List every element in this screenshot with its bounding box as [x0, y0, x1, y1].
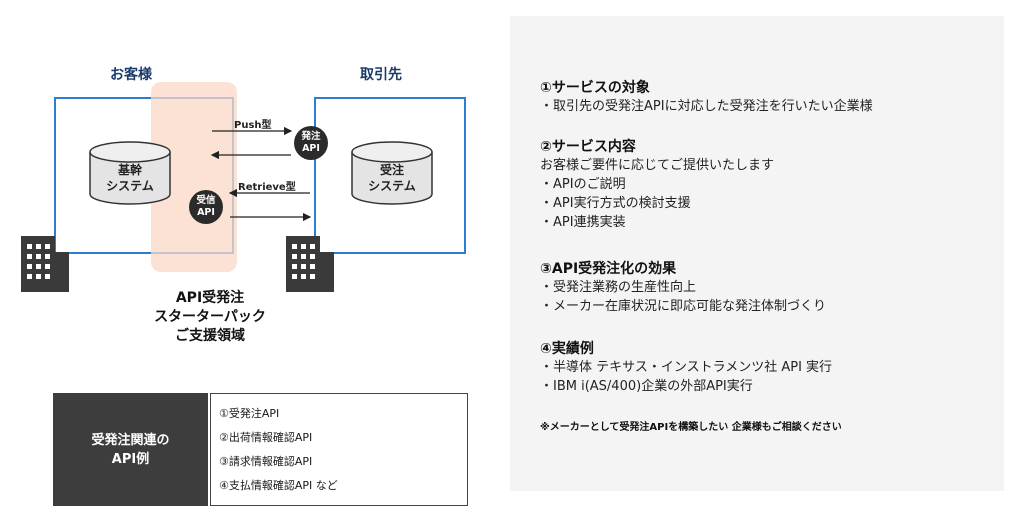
section-line: ・APIのご説明	[540, 177, 626, 192]
retrieve-label: Retrieve型	[238, 182, 296, 193]
section-content: ②サービス内容 お客様ご要件に応じてご提供いたします ・APIのご説明 ・API…	[540, 136, 774, 232]
order-system-label: 受注システム	[368, 163, 416, 193]
section-cases: ④実績例 ・半導体 テキサス・インストラメンツ社 API 実行 ・IBM i(A…	[540, 338, 832, 396]
core-system-cylinder-icon	[89, 141, 171, 205]
push-label: Push型	[234, 120, 272, 131]
section-title: ③API受発注化の効果	[540, 261, 677, 277]
support-area-caption: API受発注 スターターパック ご支援領域	[154, 290, 266, 344]
api-example-item: ③請求情報確認API	[219, 455, 313, 468]
section-line: ・API実行方式の検討支援	[540, 196, 691, 211]
partner-label: 取引先	[360, 67, 402, 83]
api-example-item: ①受発注API	[219, 407, 280, 420]
api-examples-list: ①受発注API ②出荷情報確認API ③請求情報確認API ④支払情報確認API…	[210, 393, 468, 506]
order-system-cylinder-icon	[351, 141, 433, 205]
service-info-panel	[510, 16, 1004, 491]
section-line: ・IBM i(AS/400)企業の外部API実行	[540, 379, 753, 394]
core-system-label: 基幹システム	[106, 163, 154, 193]
arrows-layer	[210, 126, 312, 222]
api-examples-title: 受発注関連の API例	[53, 393, 208, 506]
customer-label: お客様	[110, 67, 152, 83]
section-title: ①サービスの対象	[540, 80, 650, 96]
section-target: ①サービスの対象 ・取引先の受発注APIに対応した受発注を行いたい企業様	[540, 77, 873, 116]
section-line: お客様ご要件に応じてご提供いたします	[540, 158, 775, 173]
section-line: ・メーカー在庫状況に即応可能な発注体制づくり	[540, 299, 827, 314]
section-effect: ③API受発注化の効果 ・受発注業務の生産性向上 ・メーカー在庫状況に即応可能な…	[540, 258, 826, 316]
consultation-note: ※メーカーとして受発注APIを構築したい 企業様もご相談ください	[540, 422, 842, 433]
partner-system-box	[314, 97, 466, 254]
api-example-item: ②出荷情報確認API	[219, 431, 313, 444]
section-line: ・半導体 テキサス・インストラメンツ社 API 実行	[540, 360, 833, 375]
section-title: ②サービス内容	[540, 139, 636, 155]
section-line: ・受発注業務の生産性向上	[540, 280, 697, 295]
section-line: ・取引先の受発注APIに対応した受発注を行いたい企業様	[540, 99, 873, 114]
customer-building-icon	[21, 236, 69, 292]
section-line: ・API連携実装	[540, 215, 626, 230]
partner-building-icon	[286, 236, 334, 292]
section-title: ④実績例	[540, 341, 594, 357]
api-example-item: ④支払情報確認API など	[219, 479, 338, 492]
